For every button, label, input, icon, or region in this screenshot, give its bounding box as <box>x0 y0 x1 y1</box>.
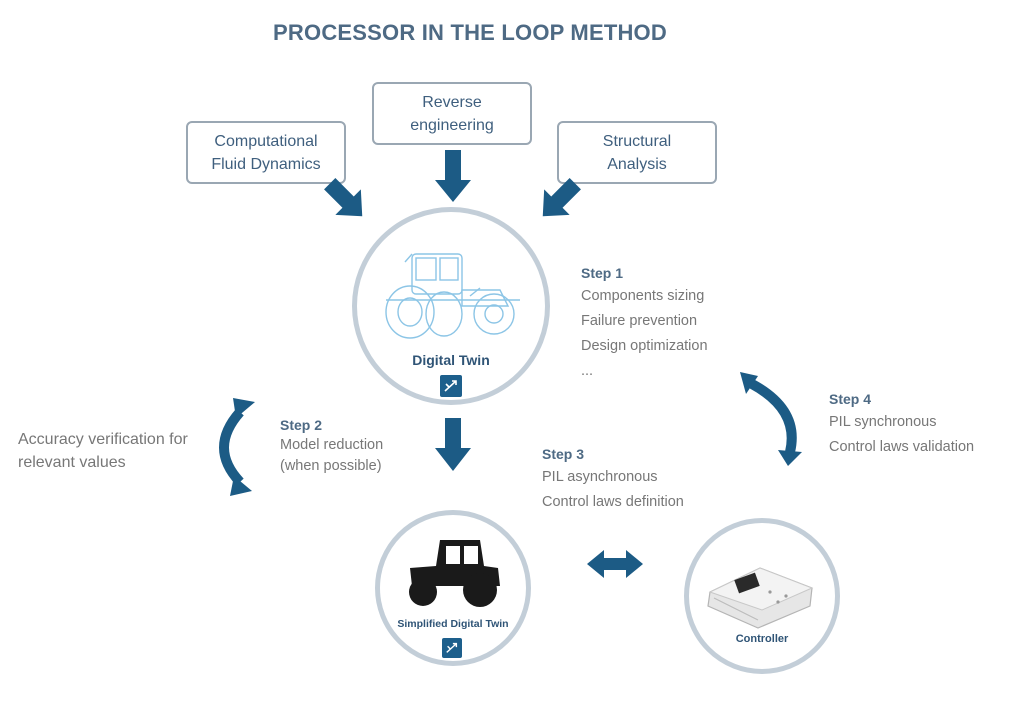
curved-arrow-step4 <box>749 379 797 454</box>
curved-arrow-step4-head-top <box>740 372 758 394</box>
step3-block: Step 3 PIL asynchronous Control laws def… <box>542 446 684 515</box>
cfd-box: Computational Fluid Dynamics <box>186 121 346 184</box>
reverse-engineering-box: Reverse engineering <box>372 82 532 145</box>
step4-block: Step 4 PIL synchronous Control laws vali… <box>829 391 974 460</box>
digital-twin-label: Digital Twin <box>412 352 490 368</box>
step4-title: Step 4 <box>829 391 872 407</box>
curved-arrow-head-bottom <box>230 476 252 496</box>
tractor-wireframe-icon <box>385 253 520 339</box>
arrow-diagonal-cfd <box>324 178 363 217</box>
model-badge-icon-small <box>442 638 462 658</box>
arrow-down-step2 <box>435 418 471 471</box>
step1-line: Design optimization <box>581 338 708 354</box>
curved-arrow-head-top <box>233 398 255 418</box>
step1-line: ... <box>581 363 594 379</box>
tractor-silhouette-icon <box>409 540 500 607</box>
step2-block: Step 2 Model reduction (when possible) <box>280 417 383 476</box>
arrow-diagonal-structural <box>542 178 581 217</box>
structural-analysis-box: Structural Analysis <box>557 121 717 184</box>
page-title: PROCESSOR IN THE LOOP METHOD <box>273 20 667 45</box>
model-badge-icon <box>440 375 462 397</box>
step1-block: Step 1 Components sizing Failure prevent… <box>581 265 708 384</box>
curved-arrow-step4-head-bottom <box>778 450 802 466</box>
simplified-twin-label: Simplified Digital Twin <box>397 618 509 630</box>
step1-line: Failure prevention <box>581 313 698 329</box>
double-arrow-icon <box>587 550 643 578</box>
accuracy-note: Accuracy verification for relevant value… <box>18 431 188 471</box>
digital-twin-circle <box>352 207 550 405</box>
step2-line: Model reduction <box>280 437 384 453</box>
arrow-down-reverse <box>435 150 471 202</box>
step1-title: Step 1 <box>581 265 624 281</box>
controller-label: Controller <box>735 633 789 645</box>
controller-device-icon <box>707 567 814 629</box>
step3-line: Control laws definition <box>542 494 684 510</box>
step2-title: Step 2 <box>280 417 323 433</box>
step3-title: Step 3 <box>542 446 585 462</box>
step4-line: Control laws validation <box>829 439 975 455</box>
step2-line: (when possible) <box>280 458 382 474</box>
step1-line: Components sizing <box>581 288 705 304</box>
step4-line: PIL synchronous <box>829 414 937 430</box>
curved-arrow-icon <box>219 408 244 486</box>
step3-line: PIL asynchronous <box>542 469 658 485</box>
